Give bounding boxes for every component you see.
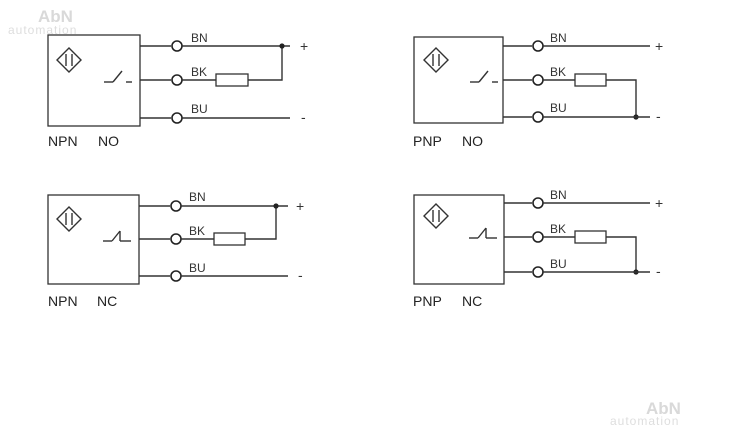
polarity-plus: + [655,195,663,211]
polarity-minus: - [301,109,306,125]
terminal-bu [532,266,544,278]
wire-label-bk: BK [189,224,205,238]
junction-dot [273,203,279,209]
terminal-bk [532,231,544,243]
terminal-bu [532,111,544,123]
watermark-brand-bottom: AbN [646,399,681,418]
caption-contact-type: NC [97,293,117,309]
diagram-pnp-no: BN BK BU + - PNP NO [413,31,663,149]
load-return-wire [606,79,637,117]
sensor-symbol-icon [423,47,449,73]
caption-contact-type: NC [462,293,482,309]
terminal-bn [532,40,544,52]
wire-label-bk: BK [550,222,566,236]
watermark-sub-bottom: automation [610,414,679,428]
terminal-bk [532,74,544,86]
diagram-pnp-nc: BN BK BU + - PNP NC [413,188,663,309]
terminal-bn [532,197,544,209]
sensor-symbol-icon [56,206,82,232]
wire-label-bk: BK [550,65,566,79]
wire-label-bu: BU [189,261,206,275]
normally-closed-contact-icon [469,227,497,239]
polarity-minus: - [656,263,661,279]
load-resistor-icon [213,232,246,246]
terminal-bn [170,200,182,212]
terminal-bk [170,233,182,245]
terminal-bu [171,112,183,124]
wire-label-bn: BN [191,31,208,45]
terminal-bk [171,74,183,86]
sensor-body [413,36,504,124]
wire-label-bu: BU [550,257,567,271]
load-resistor-icon [574,230,607,244]
wire-label-bu: BU [191,102,208,116]
wire-label-bu: BU [550,101,567,115]
junction-dot [279,43,285,49]
load-return-wire [248,46,283,81]
normally-open-contact-icon [104,70,132,83]
sensor-body [47,34,141,127]
normally-open-contact-icon [470,70,498,83]
caption-output-type: NPN [48,293,78,309]
load-return-wire [606,236,637,272]
diagram-npn-nc: BN BK BU + - NPN NC [47,190,304,309]
watermark-brand-top: AbN [38,7,73,26]
polarity-plus: + [655,38,663,54]
load-resistor-icon [574,73,607,87]
terminal-bu [170,270,182,282]
sensor-symbol-icon [423,203,449,229]
terminal-bn [171,40,183,52]
wire-label-bn: BN [189,190,206,204]
caption-contact-type: NO [462,133,483,149]
caption-output-type: PNP [413,133,442,149]
sensor-body [413,194,505,285]
wire-label-bn: BN [550,188,567,202]
caption-contact-type: NO [98,133,119,149]
wire-label-bk: BK [191,65,207,79]
sensor-symbol-icon [56,47,82,73]
load-resistor-icon [215,73,249,87]
polarity-plus: + [296,198,304,214]
caption-output-type: PNP [413,293,442,309]
watermark-sub-top: automation [8,23,77,37]
diagram-npn-no: BN BK BU + - NPN NO [47,31,308,149]
normally-closed-contact-icon [103,230,131,242]
caption-output-type: NPN [48,133,78,149]
polarity-minus: - [298,267,303,283]
wire-label-bn: BN [550,31,567,45]
sensor-body [47,194,140,285]
polarity-plus: + [300,38,308,54]
polarity-minus: - [656,108,661,124]
load-return-wire [245,206,277,240]
